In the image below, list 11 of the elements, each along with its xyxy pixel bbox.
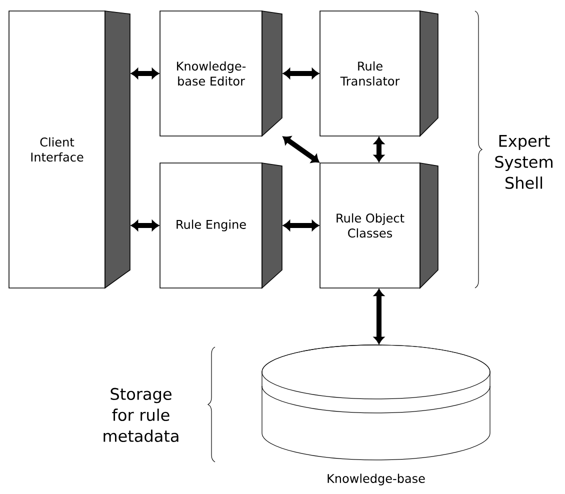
double-arrow (283, 68, 319, 78)
double-arrow (374, 137, 384, 162)
double-arrow (131, 68, 159, 78)
double-arrow (283, 220, 319, 230)
side-label: Storage for rule metadata (104, 388, 178, 442)
double-arrow (282, 136, 320, 163)
double-arrow (131, 220, 159, 230)
double-arrow (374, 289, 384, 344)
side-label: Expert System Shell (495, 135, 552, 189)
database-cylinder: Knowledge-base (262, 344, 490, 486)
node-label: Knowledge-base (328, 474, 425, 486)
